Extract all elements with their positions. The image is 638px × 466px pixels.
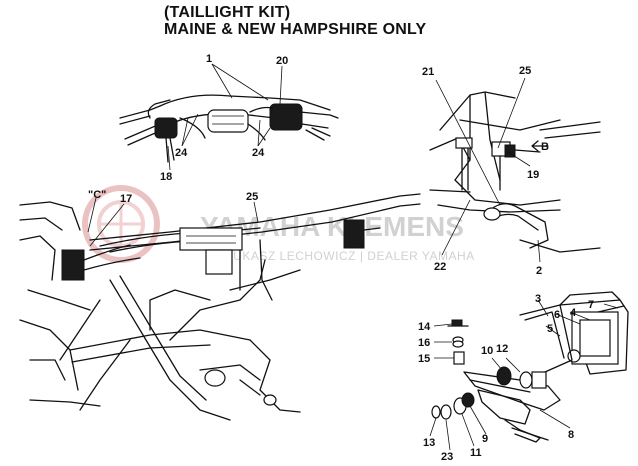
callout-14: 14 xyxy=(418,321,431,333)
callout-19: 19 xyxy=(527,169,539,181)
washer-23 xyxy=(440,404,452,420)
watermark: YAMAHA KLEMENS ŁUKASZ LECHOWICZ | DEALER… xyxy=(82,185,475,263)
callout-1: 1 xyxy=(206,53,212,65)
callout-4: 4 xyxy=(570,307,577,319)
callout-20: 20 xyxy=(276,55,288,67)
relay-unit xyxy=(343,219,365,249)
callout-25-frame: 25 xyxy=(246,191,258,203)
bolt-14 xyxy=(451,319,463,327)
callout-11: 11 xyxy=(470,447,482,459)
callout-24-left: 24 xyxy=(175,147,188,159)
callout-22: 22 xyxy=(434,261,446,273)
spacer-15 xyxy=(453,351,465,365)
callout-c: "C" xyxy=(88,189,106,201)
view-arrow-label: B xyxy=(541,141,549,153)
callout-13: 13 xyxy=(423,437,435,449)
callout-6: 6 xyxy=(554,309,560,321)
main-frame: "C" 17 25 xyxy=(19,189,421,421)
callout-17: 17 xyxy=(120,193,132,205)
callout-24-right: 24 xyxy=(252,147,265,159)
callout-23: 23 xyxy=(441,451,453,463)
watermark-brand: YAMAHA KLEMENS xyxy=(200,211,464,242)
callout-15: 15 xyxy=(418,353,430,365)
callout-9: 9 xyxy=(482,433,488,445)
taillight-kit-exploded: 3 6 4 7 5 14 16 15 10 12 13 23 11 9 8 xyxy=(418,291,629,463)
washer-13 xyxy=(431,405,441,419)
callout-7: 7 xyxy=(588,299,594,311)
headlight-connector xyxy=(61,249,85,281)
washer-9 xyxy=(461,392,475,408)
left-switch-housing xyxy=(154,117,178,139)
callout-12: 12 xyxy=(496,343,508,355)
throttle-housing xyxy=(269,103,303,131)
washer-10 xyxy=(496,366,512,386)
handlebar-center-pad xyxy=(207,109,249,133)
callout-25-rear: 25 xyxy=(519,65,531,77)
callout-21: 21 xyxy=(422,66,434,78)
diagram-subtitle: MAINE & NEW HAMPSHIRE ONLY xyxy=(164,21,427,38)
callout-18: 18 xyxy=(160,171,172,183)
callout-2: 2 xyxy=(536,265,542,277)
frame-box xyxy=(179,227,243,251)
callout-5: 5 xyxy=(547,323,553,335)
handlebar-left-grip xyxy=(119,105,161,119)
callout-3: 3 xyxy=(535,293,541,305)
callout-10: 10 xyxy=(481,345,493,357)
callout-16: 16 xyxy=(418,337,430,349)
diagram-title: (TAILLIGHT KIT) xyxy=(164,4,291,21)
callout-8: 8 xyxy=(568,429,574,441)
watermark-logo xyxy=(82,185,160,263)
rear-frame-detail: B 21 25 19 22 2 xyxy=(422,65,601,277)
watermark-subtitle: ŁUKASZ LECHOWICZ | DEALER YAMAHA xyxy=(226,249,475,263)
handlebar-assembly: 1 20 24 24 18 xyxy=(119,53,339,183)
